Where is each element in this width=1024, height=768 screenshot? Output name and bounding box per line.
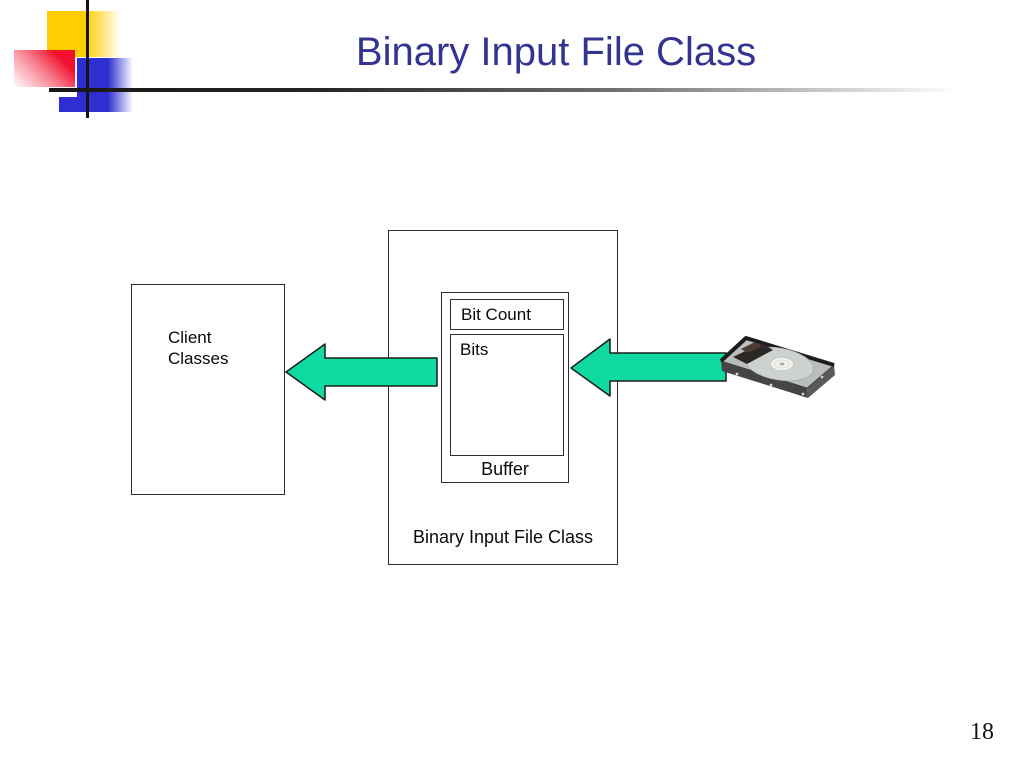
binary-input-file-class-label: Binary Input File Class	[412, 527, 594, 547]
binary-input-file-class-box	[388, 230, 618, 565]
buffer-label: Buffer	[481, 459, 529, 479]
client-classes-label: Client Classes	[168, 328, 229, 368]
slide-title: Binary Input File Class	[355, 30, 757, 74]
bits-box: Bits	[450, 334, 564, 456]
data-flow-arrow-right-icon	[570, 338, 727, 397]
bit-count-label: Bit Count	[461, 305, 531, 324]
bit-count-box: Bit Count	[450, 299, 564, 330]
bits-label: Bits	[460, 340, 489, 359]
hard-disk-icon	[719, 336, 835, 398]
client-classes-box: Client Classes	[131, 284, 285, 495]
decoration-blue-square-small	[59, 97, 108, 112]
decoration-yellow-square	[47, 11, 121, 57]
page-number: 18	[970, 719, 994, 745]
decoration-red-square	[14, 50, 75, 87]
title-underline	[49, 88, 960, 92]
data-flow-arrow-left-icon	[285, 343, 438, 401]
decoration-vertical-line	[86, 0, 89, 118]
